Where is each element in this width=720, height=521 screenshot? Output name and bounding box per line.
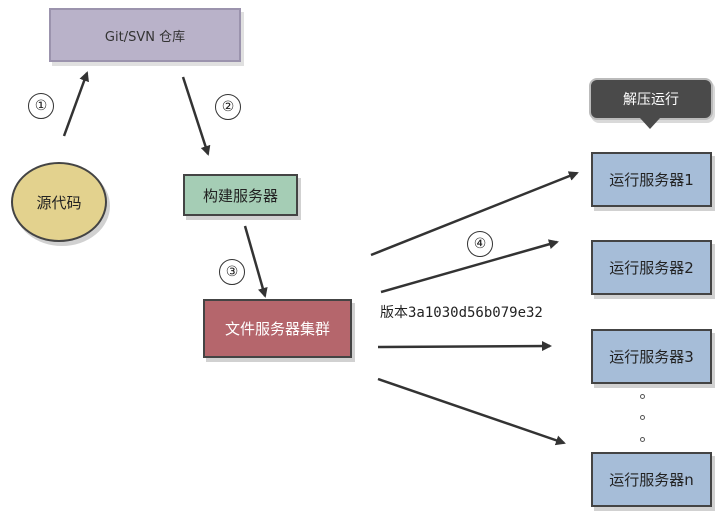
arrow-to-runn <box>377 377 566 446</box>
tooltip-label: 解压运行 <box>623 92 679 108</box>
source-code-label: 源代码 <box>36 193 82 212</box>
repo-label: Git/SVN 仓库 <box>104 29 186 45</box>
ellipsis-dot <box>640 415 645 420</box>
ellipsis-dot <box>640 394 645 399</box>
file-server-cluster-node: 文件服务器集群 <box>203 299 352 358</box>
run-server-1-label: 运行服务器1 <box>609 171 694 189</box>
file-server-cluster-label: 文件服务器集群 <box>224 320 330 338</box>
repo-node: Git/SVN 仓库 <box>49 8 241 62</box>
arrow-source-to-repo <box>62 71 89 137</box>
arrow-repo-to-builder <box>181 76 211 156</box>
build-server-label: 构建服务器 <box>202 186 278 205</box>
source-code-node: 源代码 <box>11 162 107 242</box>
build-server-node: 构建服务器 <box>183 174 298 216</box>
step-1-marker: ① <box>28 93 54 119</box>
run-server-2-label: 运行服务器2 <box>609 259 694 277</box>
run-server-n-node: 运行服务器n <box>591 452 712 507</box>
run-server-3-label: 运行服务器3 <box>609 348 694 366</box>
version-label: 版本3a1030d56b079e32 <box>380 305 543 321</box>
arrow-builder-to-fileserver <box>243 225 268 298</box>
step-2-marker: ② <box>215 94 241 120</box>
run-server-2-node: 运行服务器2 <box>591 240 712 295</box>
run-server-3-node: 运行服务器3 <box>591 329 712 384</box>
arrow-to-run3 <box>377 341 552 352</box>
step-4-marker: ④ <box>467 231 493 257</box>
arrow-to-run2 <box>380 239 559 294</box>
run-server-n-label: 运行服务器n <box>609 471 694 489</box>
tooltip-pointer <box>640 118 660 129</box>
ellipsis-dot <box>640 437 645 442</box>
step-3-marker: ③ <box>219 259 245 285</box>
arrow-to-run1 <box>370 171 579 257</box>
unzip-run-tooltip: 解压运行 <box>589 78 713 120</box>
run-server-1-node: 运行服务器1 <box>591 152 712 207</box>
